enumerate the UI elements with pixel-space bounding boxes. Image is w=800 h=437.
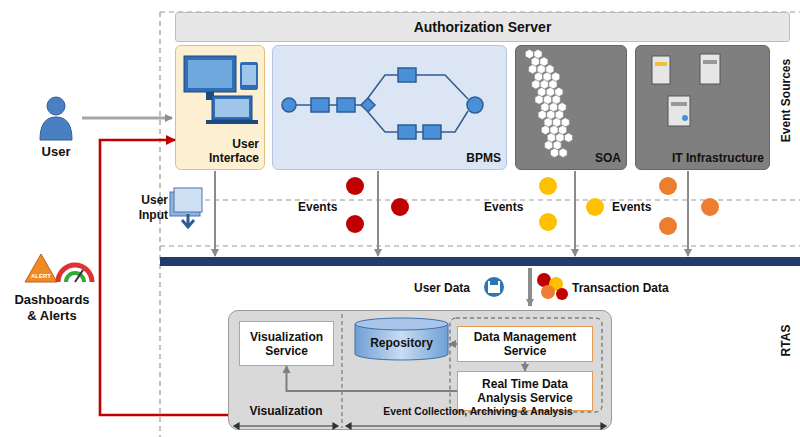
annotation-label: User Data xyxy=(414,281,470,296)
box-label: User Interface xyxy=(181,137,259,165)
floppy-icon xyxy=(484,277,504,297)
flow-arrow xyxy=(449,343,457,345)
server-band: Authorization Server xyxy=(175,12,790,42)
box-label: IT Infrastructure xyxy=(672,151,764,165)
flow-arrow xyxy=(524,362,526,371)
annotation-label: Transaction Data xyxy=(572,281,669,296)
box-label: Authorization Server xyxy=(414,19,552,35)
section-label: Visualization xyxy=(229,404,343,418)
source-box: SOA xyxy=(515,45,627,170)
bpmn-flow xyxy=(282,68,483,139)
source-box: User Interface xyxy=(175,45,265,170)
event-dots xyxy=(346,177,719,235)
alert-icon xyxy=(25,254,92,282)
user-input-icon xyxy=(170,188,202,227)
region-label: Event Sources xyxy=(780,58,795,141)
annotation-label: User xyxy=(42,144,71,160)
box-label: Repository xyxy=(370,336,433,350)
service-box: Real Time Data Analysis Service xyxy=(457,371,593,411)
transaction-icon xyxy=(537,273,568,300)
event-arrows xyxy=(215,171,688,256)
soa-hexagons xyxy=(525,49,572,157)
user-icon xyxy=(40,97,72,140)
box-label: Real Time Data Analysis Service xyxy=(463,377,587,405)
section-extent-arrows xyxy=(234,423,606,429)
event-bus-bar xyxy=(160,257,800,266)
region-label: RTAS xyxy=(780,324,795,356)
box-label: Data Management Service xyxy=(463,330,587,358)
alert-feedback-arrow xyxy=(100,140,228,415)
box-label: SOA xyxy=(595,151,621,165)
annotation-label: Events xyxy=(298,200,337,215)
alert-text: ALERT xyxy=(31,272,51,281)
service-box: Visualization Service xyxy=(239,321,334,366)
source-box: BPMS xyxy=(272,45,507,170)
box-label: BPMS xyxy=(466,151,501,165)
annotation-label: Events xyxy=(612,200,651,215)
region-dashes xyxy=(160,12,800,437)
box-label: Visualization Service xyxy=(245,330,328,358)
section-divider xyxy=(341,314,342,428)
service-box: Data Management Service xyxy=(457,326,593,362)
flow-arrow xyxy=(287,366,458,391)
annotation-label: User Input xyxy=(124,193,168,223)
repository-cylinder: Repository xyxy=(354,317,449,361)
annotation-label: Dashboards & Alerts xyxy=(10,292,94,324)
user-arrow xyxy=(82,117,172,120)
annotation-label: Events xyxy=(484,200,523,215)
processing-group-outline xyxy=(450,318,602,412)
devices-icon xyxy=(184,56,258,124)
section-label: Event Collection, Archiving & Analysis xyxy=(343,406,613,418)
server-icons xyxy=(652,54,720,126)
bus-to-rtas-arrow xyxy=(528,268,532,306)
source-box: IT Infrastructure xyxy=(635,45,770,170)
rtas-panel: VisualizationEvent Collection, Archiving… xyxy=(228,310,612,430)
